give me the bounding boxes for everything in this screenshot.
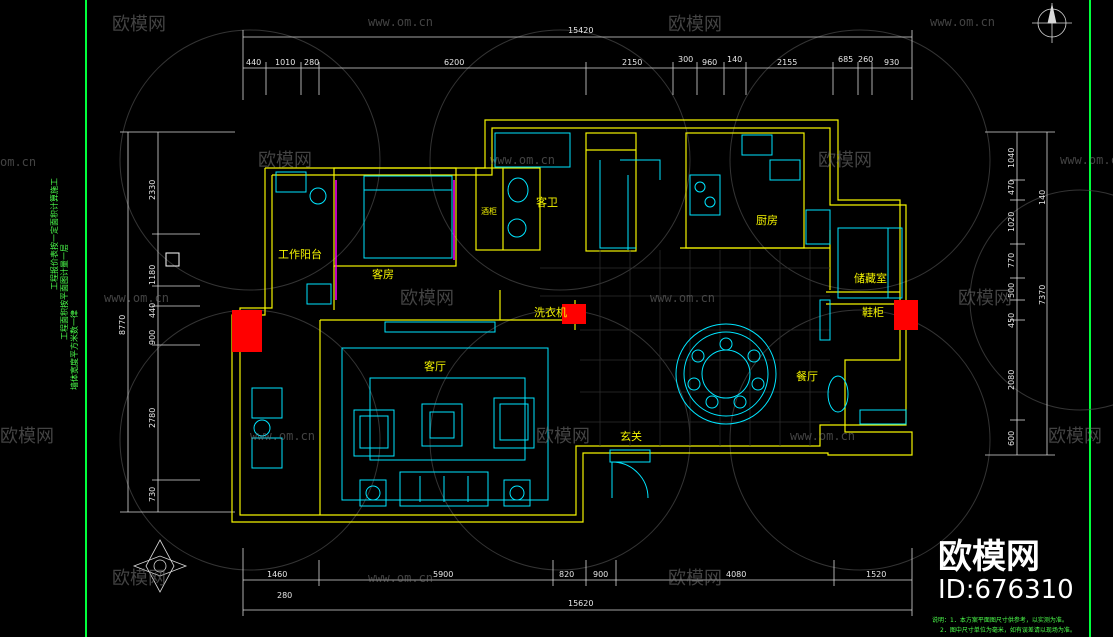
watermark-brand-10: 欧模网 — [112, 568, 166, 589]
watermark-brand-7: 欧模网 — [0, 426, 54, 447]
room-label-foyer: 玄关 — [620, 429, 642, 443]
watermark-url-10: www.om.cn — [368, 571, 433, 585]
right-total-dimension: 7370 — [1038, 285, 1047, 305]
watermark-url-8: www.om.cn — [250, 429, 315, 443]
top-dim-2: 1010 — [275, 58, 295, 67]
top-dim-7: 960 — [702, 58, 717, 67]
right-total-dimension-2: 140 — [1038, 190, 1047, 205]
room-label-living-room: 客厅 — [424, 359, 446, 373]
bottom-dim-1: 1460 — [267, 570, 287, 579]
bottom-dim-6: 1520 — [866, 570, 886, 579]
bottom-dim-5: 4080 — [726, 570, 746, 579]
room-label-dining-room: 餐厅 — [796, 369, 818, 383]
north-arrow-icon — [1032, 3, 1072, 43]
brand-id: ID:676310 — [938, 575, 1074, 605]
room-label-storage: 储藏室 — [854, 271, 887, 285]
watermark-url-4: www.om.cn — [490, 153, 555, 167]
floor-tiles — [540, 250, 830, 446]
left-dim-4: 900 — [148, 330, 157, 345]
right-dim-2: 470 — [1007, 180, 1016, 195]
top-dim-5: 2150 — [622, 58, 642, 67]
room-label-work-balcony: 工作阳台 — [278, 247, 322, 261]
bottom-dim-2: 5900 — [433, 570, 453, 579]
top-dim-3: 280 — [304, 58, 319, 67]
room-label-wine-cabinet: 酒柜 — [481, 206, 497, 216]
top-dim-10: 685 — [838, 55, 853, 64]
top-dimension-chain — [242, 30, 913, 100]
note-line-1: 说明：1．本方案平面图尺寸供参考，以实测为准。 — [932, 616, 1068, 624]
watermark-brand-3: 欧模网 — [258, 150, 312, 171]
door-markers — [232, 300, 918, 352]
watermarks: 欧模网 www.om.cn 欧模网 www.om.cn om.cn 欧模网 ww… — [0, 14, 1113, 589]
watermark-brand-5: 欧模网 — [400, 288, 454, 309]
left-dim-5: 2780 — [148, 408, 157, 428]
left-dim-1: 2330 — [148, 180, 157, 200]
compass-rose-icon — [132, 539, 188, 593]
bottom-dimension-chain — [242, 548, 913, 616]
bottom-dim-4: 900 — [593, 570, 608, 579]
walls — [231, 119, 913, 523]
left-total-dimension: 8770 — [118, 315, 127, 335]
top-dim-12: 930 — [884, 58, 899, 67]
watermark-rings — [119, 29, 1113, 571]
left-dimension-chain — [120, 131, 235, 513]
note-line-2: 2．图中尺寸单位为毫米，如有误差请以现场为准。 — [940, 626, 1076, 634]
left-dim-3: 440 — [148, 303, 157, 318]
room-label-guest-bath: 客卫 — [536, 195, 558, 209]
room-label-shoe-cabinet: 鞋柜 — [862, 305, 884, 319]
watermark-url-7: www.om.cn — [650, 291, 715, 305]
watermark-brand-6: 欧模网 — [958, 288, 1012, 309]
watermark-url-9: www.om.cn — [790, 429, 855, 443]
top-total-dimension: 15420 — [568, 26, 593, 35]
right-dimension-chain — [985, 131, 1055, 456]
top-dim-9: 2155 — [777, 58, 797, 67]
right-dim-1: 1040 — [1007, 148, 1016, 168]
left-dim-6: 730 — [148, 487, 157, 502]
watermark-url-1: www.om.cn — [368, 15, 433, 29]
top-dim-6: 300 — [678, 55, 693, 64]
watermark-url-5: www.om.cn — [1060, 153, 1113, 167]
bottom-sub-dimension: 280 — [277, 591, 292, 600]
top-dim-11: 260 — [858, 55, 873, 64]
furniture — [251, 132, 907, 507]
top-dim-4: 6200 — [444, 58, 464, 67]
watermark-brand-9: 欧模网 — [1048, 426, 1102, 447]
bottom-dim-3: 820 — [559, 570, 574, 579]
top-dim-8: 140 — [727, 55, 742, 64]
watermark-brand-1: 欧模网 — [112, 14, 166, 35]
watermark-brand-11: 欧模网 — [668, 568, 722, 589]
right-dim-4: 770 — [1007, 253, 1016, 268]
room-label-kitchen: 厨房 — [756, 214, 778, 227]
vertical-note-2: 工程面积按平面图计量一层 — [59, 244, 69, 340]
top-dim-1: 440 — [246, 58, 261, 67]
watermark-brand-4: 欧模网 — [818, 150, 872, 171]
right-dim-8: 600 — [1007, 431, 1016, 446]
left-dim-2: 1180 — [148, 265, 157, 285]
bottom-total-dimension: 15620 — [568, 599, 593, 608]
watermark-url-3: om.cn — [0, 155, 36, 169]
right-dim-6: 450 — [1007, 313, 1016, 328]
room-label-guest-room: 客房 — [372, 267, 394, 281]
watermark-brand-2: 欧模网 — [668, 14, 722, 35]
watermark-url-2: www.om.cn — [930, 15, 995, 29]
marker-square — [165, 252, 180, 267]
watermark-url-6: www.om.cn — [104, 291, 169, 305]
vertical-note-1: 墙体宽度平方米数一律 — [69, 310, 79, 390]
drawing-border — [85, 0, 1091, 637]
right-dim-3: 1020 — [1007, 212, 1016, 232]
vertical-note-3: 工程报价表按一定面积计算施工 — [49, 178, 59, 290]
partition-lines — [335, 180, 455, 300]
watermark-brand-8: 欧模网 — [536, 426, 590, 447]
room-label-laundry: 洗衣机 — [534, 305, 567, 319]
brand-logo: 欧模网 — [938, 537, 1040, 577]
right-dim-5: 500 — [1007, 283, 1016, 298]
right-dim-7: 2080 — [1007, 370, 1016, 390]
